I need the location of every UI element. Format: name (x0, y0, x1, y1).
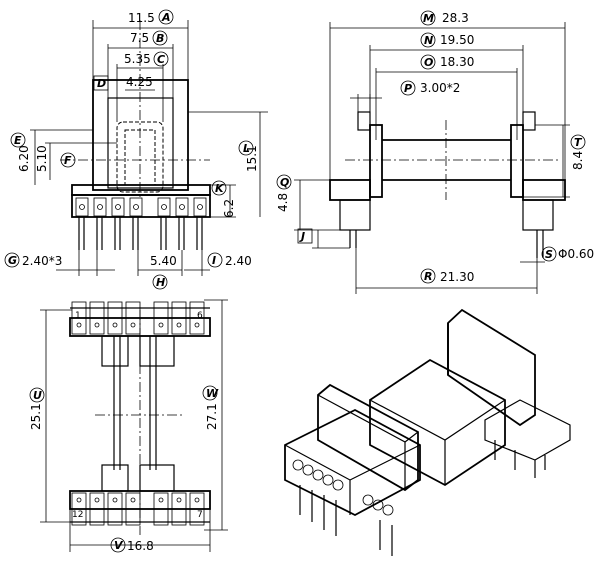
dim-T-value: 8.4 (571, 151, 585, 170)
dim-W-letter: W (206, 387, 219, 400)
dim-J-marker (297, 228, 313, 244)
front-base (71, 194, 211, 218)
dim-K-marker (211, 180, 227, 196)
dim-C-letter: C (157, 53, 165, 66)
dim-D-value: 4.25 (126, 75, 153, 89)
dim-S-marker (541, 246, 557, 262)
dim-H-marker (152, 274, 168, 290)
iso-back-pins (494, 440, 546, 478)
dim-V-letter: V (114, 539, 124, 552)
dim-M-value: 28.3 (442, 11, 469, 25)
dim-N-value: 19.50 (440, 33, 474, 47)
dim-T-marker (570, 134, 586, 150)
dim-M-letter: M (423, 12, 434, 25)
dim-P-value: 3.00*2 (420, 81, 460, 95)
dim-O-value: 18.30 (440, 55, 474, 69)
dim-M-marker (420, 10, 436, 26)
dim-L-letter: L (243, 142, 250, 155)
dim-F-letter: F (64, 154, 72, 167)
dim-O-letter: O (424, 56, 433, 69)
dim-B-letter: B (156, 32, 164, 45)
pin-1-label: 1 (75, 311, 81, 321)
dim-E-letter: E (14, 134, 22, 147)
bottom-top-pins (71, 301, 205, 335)
dim-S-value: Φ0.60 (558, 247, 594, 261)
dim-R-letter: R (424, 270, 432, 283)
dim-L-value: 15.1 (245, 145, 259, 172)
dim-G-marker (4, 252, 20, 268)
dim-T-letter: T (574, 136, 583, 149)
dim-C-marker (153, 51, 169, 67)
dim-J-letter: J (299, 230, 305, 243)
dim-F-marker (60, 152, 76, 168)
bottom-view: 1 6 12 7 (29, 299, 228, 553)
front-core-inner-hidden (124, 129, 156, 186)
dim-N-letter: N (424, 34, 433, 47)
dim-O-marker (420, 54, 436, 70)
dim-G-letter: G (8, 254, 17, 267)
dim-D-marker (93, 75, 109, 91)
dim-B-value: 7.5 (130, 31, 149, 45)
dim-C-value: 5.35 (124, 52, 151, 66)
dim-Q-value: 4.8 (276, 193, 290, 212)
front-pins (75, 197, 207, 250)
dim-Q-marker (276, 174, 292, 190)
dim-U-marker (29, 387, 45, 403)
front-view: 11.5 A 7.5 B 5.35 C 4.25 D 6.20 E 5.10 F (4, 9, 268, 290)
dim-A-letter: A (161, 11, 171, 24)
dim-U-value: 25.1 (29, 403, 43, 430)
dim-E-value: 6.20 (17, 145, 31, 172)
dim-F-value: 5.10 (35, 145, 49, 172)
dim-D-letter: D (97, 77, 106, 90)
dim-V-value: 16.8 (127, 539, 154, 553)
dim-R-marker (420, 268, 436, 284)
dim-K-letter: K (215, 182, 225, 195)
dim-H-letter: H (156, 276, 165, 289)
dim-W-marker (202, 385, 218, 401)
dim-H-value: 5.40 (150, 254, 177, 268)
dim-Q-letter: Q (280, 176, 289, 189)
dim-A-value: 11.5 (128, 11, 155, 25)
isometric-view (284, 308, 571, 556)
dim-A-marker (158, 9, 174, 25)
dim-N-marker (420, 32, 436, 48)
dim-V-marker (110, 537, 126, 553)
pin-7-label: 7 (197, 510, 203, 520)
dim-G-value: 2.40*3 (22, 254, 62, 268)
side-view: M 28.3 N 19.50 O 18.30 P 3.00*2 T 8.4 (276, 10, 594, 294)
front-flange-outline (92, 79, 189, 191)
dim-E-marker (10, 132, 26, 148)
bottom-bottom-pins (71, 492, 205, 526)
dim-P-marker (400, 80, 416, 96)
dim-U-letter: U (33, 389, 42, 402)
dim-I-value: 2.40 (225, 254, 252, 268)
dim-W-value: 27.1 (205, 403, 219, 430)
pin-6-label: 6 (197, 311, 203, 321)
pin-12-label: 12 (72, 510, 83, 520)
dim-R-value: 21.30 (440, 270, 474, 284)
dim-L-marker (238, 140, 254, 156)
dim-P-letter: P (404, 82, 412, 95)
iso-front-pins (292, 459, 394, 556)
dim-K-value: 6.2 (222, 199, 236, 218)
dim-B-marker (152, 30, 168, 46)
dim-I-letter: I (212, 254, 216, 267)
dim-I-marker (207, 252, 223, 268)
dim-S-letter: S (545, 248, 553, 261)
